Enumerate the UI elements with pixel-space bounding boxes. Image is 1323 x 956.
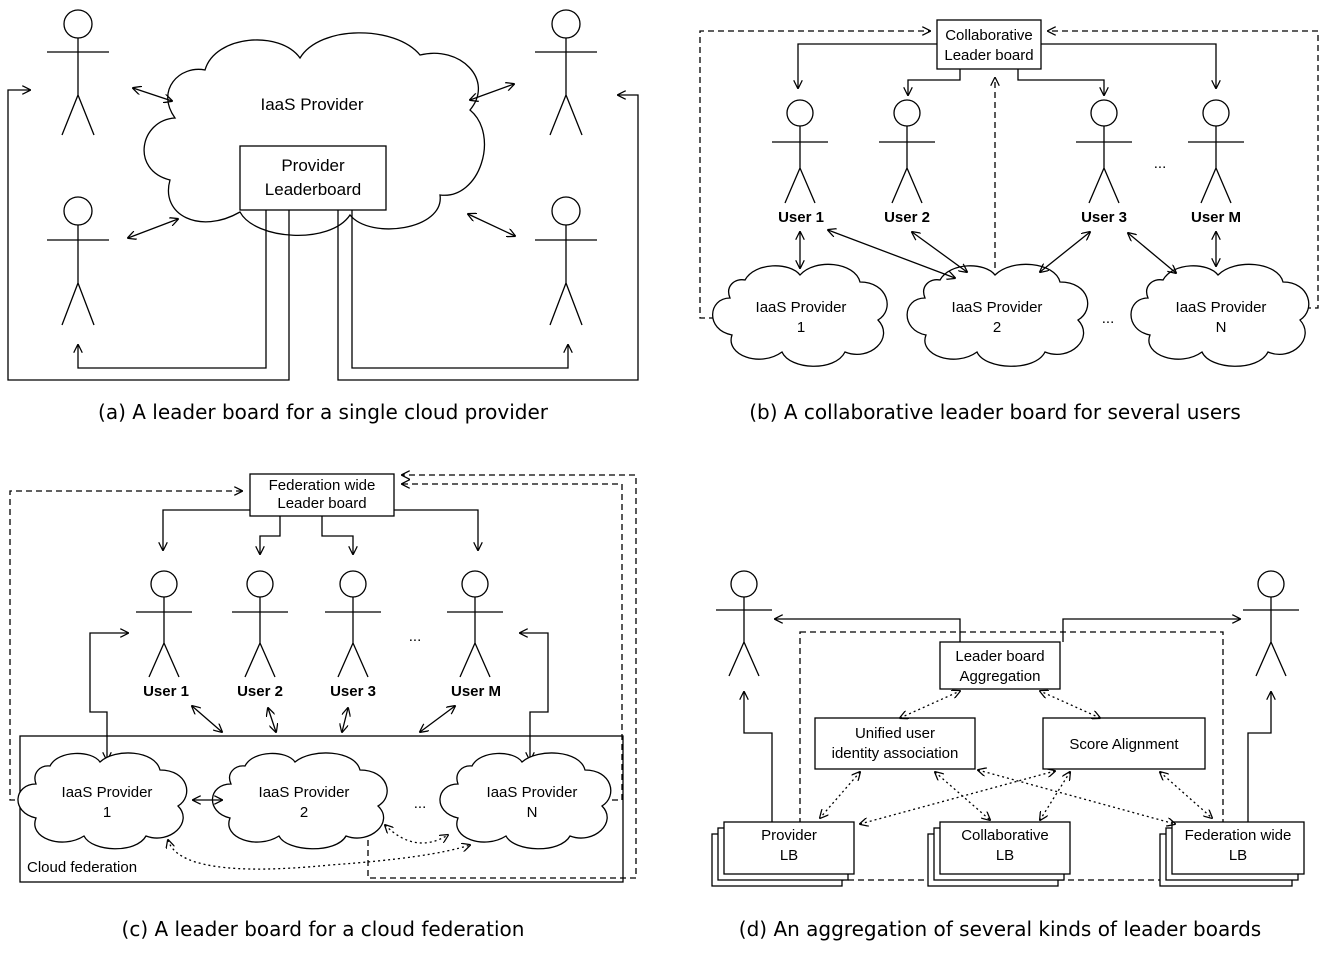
aggregation-label-line1: Leader board xyxy=(955,648,1044,665)
provider-n-label: IaaS Provider xyxy=(487,784,578,801)
user-1-label: User 1 xyxy=(778,209,824,226)
actor-icon xyxy=(772,99,828,204)
caption-d: (d) An aggregation of several kinds of l… xyxy=(739,917,1261,941)
users-ellipsis: ... xyxy=(409,628,422,645)
actor-icon xyxy=(1188,99,1244,204)
identity-label-line1: Unified user xyxy=(855,725,935,742)
leader-board-aggregation-box xyxy=(939,641,1061,690)
cloud-federation-box xyxy=(19,735,624,883)
panel-b: Collaborative Leader board User 1 User 2… xyxy=(699,19,1319,424)
federation-lb-stack: Federation wide LB xyxy=(1159,821,1305,887)
actor-icon xyxy=(232,570,288,678)
actor-icon xyxy=(879,99,935,204)
actor-icon xyxy=(535,9,597,136)
caption-c: (c) A leader board for a cloud federatio… xyxy=(122,917,525,941)
collaborative-lb-line1: Collaborative xyxy=(961,827,1049,844)
user-3-label: User 3 xyxy=(330,683,376,700)
actor-icon xyxy=(47,9,109,136)
provider-lb-line2: LB xyxy=(780,847,798,864)
provider-leaderboard-line2: Leaderboard xyxy=(265,180,361,199)
provider-2-label: IaaS Provider xyxy=(259,784,350,801)
iaas-provider-cloud xyxy=(439,752,612,850)
provider-2-number: 2 xyxy=(300,804,308,821)
provider-lb-line1: Provider xyxy=(761,827,817,844)
aggregation-label-line2: Aggregation xyxy=(960,668,1041,685)
actor-icon xyxy=(1243,570,1299,677)
provider-1-label: IaaS Provider xyxy=(62,784,153,801)
cloud-label: IaaS Provider xyxy=(261,95,364,114)
actor-icon xyxy=(325,570,381,678)
provider-1-number: 1 xyxy=(797,319,805,336)
user-m-label: User M xyxy=(451,683,501,700)
iaas-provider-cloud xyxy=(143,32,486,236)
board-label-line2: Leader board xyxy=(944,47,1033,64)
provider-2-label: IaaS Provider xyxy=(952,299,1043,316)
board-label-line1: Federation wide xyxy=(269,477,376,494)
provider-n-number: N xyxy=(527,804,538,821)
federation-label: Cloud federation xyxy=(27,859,137,876)
provider-1-number: 1 xyxy=(103,804,111,821)
provider-n-label: IaaS Provider xyxy=(1176,299,1267,316)
federation-leader-board-box xyxy=(249,473,395,517)
actor-icon xyxy=(1076,99,1132,204)
panel-a: IaaS Provider Provider Leaderboard (a) A… xyxy=(7,9,639,424)
federation-lb-line2: LB xyxy=(1229,847,1247,864)
actor-icon xyxy=(47,196,109,326)
iaas-provider-cloud xyxy=(1130,263,1310,367)
actor-icon xyxy=(136,570,192,678)
iaas-provider-cloud xyxy=(711,263,888,367)
board-label-line2: Leader board xyxy=(277,495,366,512)
score-alignment-box xyxy=(1042,717,1206,770)
provider-1-label: IaaS Provider xyxy=(756,299,847,316)
provider-2-number: 2 xyxy=(993,319,1001,336)
user-1-label: User 1 xyxy=(143,683,189,700)
actor-icon xyxy=(535,196,597,326)
collaborative-lb-stack: Collaborative LB xyxy=(927,821,1071,887)
board-label-line1: Collaborative xyxy=(945,27,1033,44)
score-alignment-label: Score Alignment xyxy=(1069,736,1179,753)
providers-ellipsis: ... xyxy=(414,795,427,812)
actor-icon xyxy=(716,570,772,677)
unified-user-identity-box xyxy=(814,717,976,770)
caption-a: (a) A leader board for a single cloud pr… xyxy=(98,400,549,424)
caption-b: (b) A collaborative leader board for sev… xyxy=(749,400,1241,424)
iaas-provider-cloud xyxy=(906,263,1089,367)
providers-ellipsis: ... xyxy=(1102,310,1115,327)
identity-label-line2: identity association xyxy=(832,745,959,762)
user-m-label: User M xyxy=(1191,209,1241,226)
iaas-provider-cloud xyxy=(17,752,188,850)
actor-icon xyxy=(447,570,503,678)
provider-leaderboard-line1: Provider xyxy=(281,156,345,175)
provider-lb-stack: Provider LB xyxy=(711,821,855,887)
provider-leaderboard-box xyxy=(239,145,387,211)
federation-lb-line1: Federation wide xyxy=(1185,827,1292,844)
users-ellipsis: ... xyxy=(1154,155,1167,172)
panel-c: Federation wide Leader board User 1 User… xyxy=(9,473,637,941)
provider-n-number: N xyxy=(1216,319,1227,336)
collaborative-lb-line2: LB xyxy=(996,847,1014,864)
user-2-label: User 2 xyxy=(884,209,930,226)
user-2-label: User 2 xyxy=(237,683,283,700)
panel-d: Leader board Aggregation Unified user id… xyxy=(711,570,1305,941)
user-3-label: User 3 xyxy=(1081,209,1127,226)
